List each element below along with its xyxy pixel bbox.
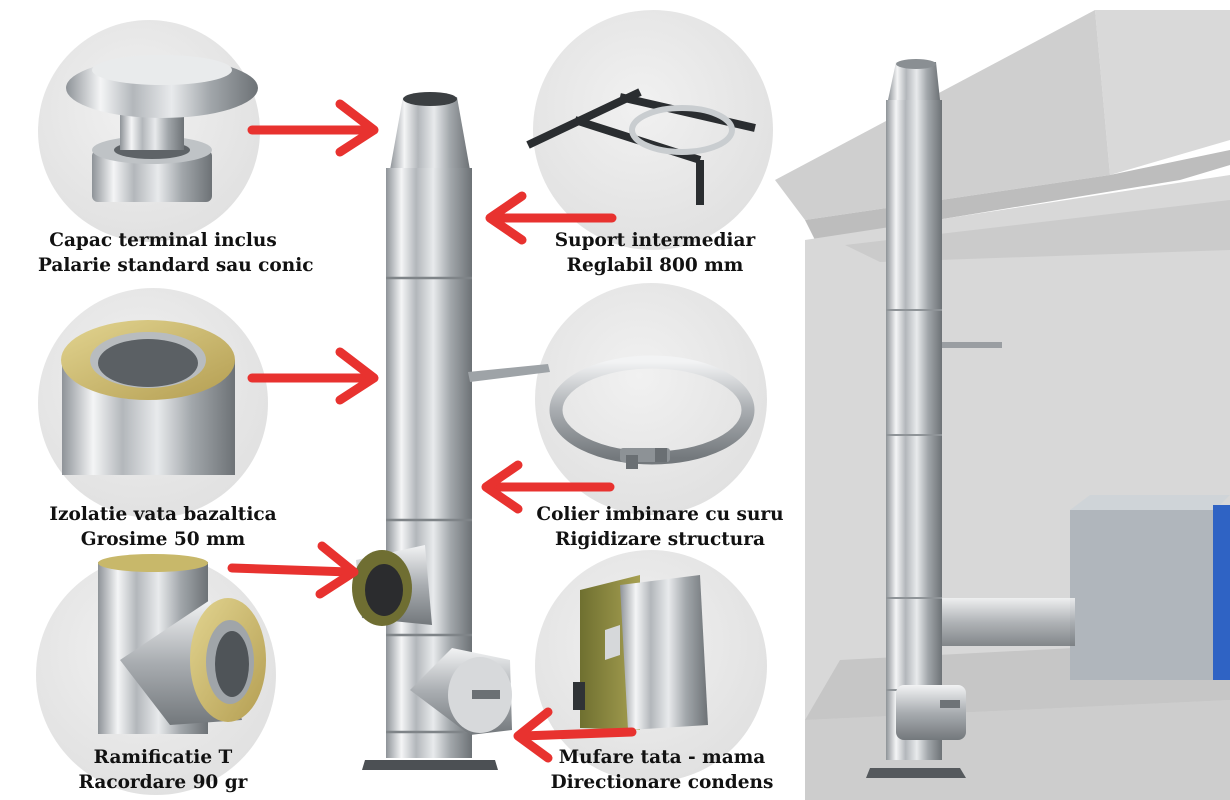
- label-support-subtitle: Reglabil 800 mm: [566, 255, 744, 276]
- label-clamp-title: Colier imbinare cu suru: [536, 504, 784, 525]
- label-socket-subtitle: Directionare condens: [550, 772, 774, 793]
- label-tee-title: Ramificatie T: [93, 747, 233, 768]
- tee-image: [98, 554, 266, 734]
- label-socket-title: Mufare tata - mama: [558, 747, 766, 768]
- label-insulation: Izolatie vata bazaltica Grosime 50 mm: [38, 502, 288, 552]
- label-cap-title: Capac terminal inclus: [49, 230, 277, 251]
- building-scene: [775, 10, 1230, 800]
- arrow-support: [485, 191, 617, 245]
- label-cap-subtitle: Palarie standard sau conic: [38, 255, 314, 276]
- clamp-image: [549, 355, 755, 469]
- arrow-tee: [227, 541, 359, 599]
- support-image: [526, 88, 756, 205]
- label-clamp: Colier imbinare cu suru Rigidizare struc…: [535, 502, 785, 552]
- label-insulation-subtitle: Grosime 50 mm: [80, 529, 246, 550]
- arrow-cap: [247, 99, 379, 157]
- main-chimney: [352, 92, 550, 770]
- label-tee: Ramificatie T Racordare 90 gr: [38, 745, 288, 795]
- arrow-clamp: [481, 460, 615, 514]
- label-insulation-title: Izolatie vata bazaltica: [49, 504, 277, 525]
- clamp-product-circle: [535, 283, 767, 515]
- socket-image: [573, 575, 708, 730]
- label-socket: Mufare tata - mama Directionare condens: [537, 745, 787, 795]
- label-support: Suport intermediar Reglabil 800 mm: [530, 228, 780, 278]
- label-clamp-subtitle: Rigidizare structura: [555, 529, 765, 550]
- cap-image: [66, 55, 258, 202]
- insulation-image: [61, 320, 235, 475]
- label-tee-subtitle: Racordare 90 gr: [78, 772, 248, 793]
- arrow-insulation: [247, 347, 379, 405]
- arrow-socket: [513, 707, 637, 763]
- arrows: [227, 99, 637, 763]
- label-support-title: Suport intermediar: [554, 230, 756, 251]
- label-cap: Capac terminal inclus Palarie standard s…: [38, 228, 314, 278]
